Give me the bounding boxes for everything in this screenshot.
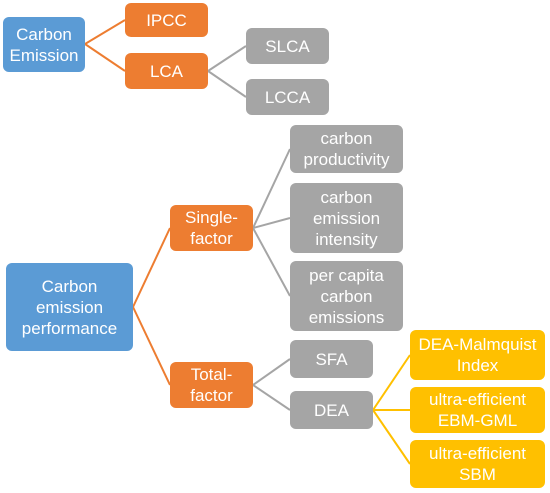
carbon-emission-performance-node: Carbon emission performance [6,263,133,351]
connector-dea-sbm [372,409,411,465]
lca-node: LCA [125,53,208,89]
connector-carbon-ipcc [84,19,126,45]
connector-single-intensity [252,217,291,229]
connector-dea-malmquist [372,354,411,411]
single-factor-node: Single- factor [170,205,253,251]
slca-node: SLCA [246,28,329,64]
carbon-emission-node: Carbon Emission [3,17,85,72]
total-factor-node: Total- factor [170,362,253,408]
connector-lca-lcca [207,70,247,98]
top-root-connectors [84,19,126,72]
factor-connectors [252,148,291,411]
ipcc-node: IPCC [125,3,208,37]
dea-connectors [372,354,411,465]
connector-single-productivity [252,148,291,229]
connector-single-percapita [252,227,291,297]
lca-connectors [207,45,247,98]
dea-node: DEA [290,391,373,429]
ultra-efficient-sbm-node: ultra-efficient SBM [410,440,545,488]
per-capita-carbon-emissions-node: per capita carbon emissions [290,261,403,331]
connector-carbon-lca [84,43,126,72]
connector-lca-slca [207,45,247,72]
dea-malmquist-index-node: DEA-Malmquist Index [410,330,545,380]
connector-performance-single [132,227,171,308]
carbon-productivity-node: carbon productivity [290,125,403,173]
performance-connectors [132,227,171,386]
lcca-node: LCCA [246,79,329,115]
ultra-efficient-ebm-gml-node: ultra-efficient EBM-GML [410,387,545,433]
connector-performance-total [132,306,171,386]
sfa-node: SFA [290,340,373,378]
connector-total-dea [252,384,291,411]
connector-total-sfa [252,358,291,386]
carbon-emission-intensity-node: carbon emission intensity [290,183,403,253]
